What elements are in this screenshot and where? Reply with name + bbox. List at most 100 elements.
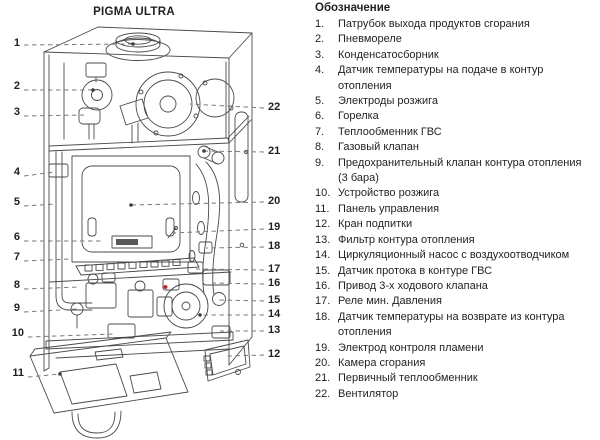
legend-item-number: 17. [315,295,331,308]
legend-item: 15.Датчик протока в контуре ГВС [315,264,598,279]
legend-item: 6.Горелка [315,109,598,124]
legend-item: 16. Привод 3-х ходового клапана [315,279,598,294]
legend-item: 7. Теплообменник ГВС [315,125,598,140]
legend-item: 22. Вентилятор [315,387,598,402]
legend-item: 8. Газовый клапан [315,140,598,155]
legend-item-text: Газовый клапан [338,141,419,154]
legend-item-text: Циркуляционный насос с воздухоотводчиком [338,249,570,262]
legend-item-number: 21. [315,372,331,385]
callout-leader-line [23,114,85,117]
legend-item: 4.Датчик температуры на подаче в контур … [315,63,598,94]
legend-item-number: 9. [315,156,325,169]
boiler-line-art [29,26,253,439]
callout-number: 17 [268,263,280,275]
callout-leader-line [23,171,55,177]
callout-number: 16 [268,277,280,289]
callout-leader-line [205,246,265,249]
callout-leader-line [195,268,265,271]
legend-item: 14. Циркуляционный насос с воздухоотводчи… [315,248,598,263]
legend-item-number: 16. [315,279,331,292]
callout-number: 8 [14,279,20,291]
legend-item-text: Электроды розжига [338,95,438,108]
legend-item-number: 3. [315,48,325,61]
legend-item-text: Камера сгорания [338,356,426,369]
legend-item-text: Конденсатосборник [338,48,439,61]
callout-leader-line [203,150,265,153]
callout-leader-line [23,258,71,262]
callout-number: 5 [14,196,20,208]
legend-item-number: 14. [315,249,331,262]
legend: Обозначение 1.Патрубок выхода продуктов … [315,2,598,402]
legend-item-number: 8. [315,141,325,154]
legend-item-number: 20. [315,356,331,369]
legend-item: 9. Предохранительный клапан контура отопл… [315,156,598,187]
legend-item-number: 13. [315,233,331,246]
legend-item-number: 11. [315,202,330,215]
legend-item-number: 18. [315,310,331,323]
legend-item-text: Теплообменник ГВС [338,125,442,138]
callout-number: 13 [268,324,280,336]
legend-item-number: 15. [315,264,331,277]
legend-item-number: 4. [315,64,325,77]
legend-item-number: 5. [315,95,325,108]
diagram-title: PIGMA ULTRA [93,6,175,18]
legend-item-text: Предохранительный клапан контура отоплен… [338,156,582,185]
legend-item-text: Вентилятор [338,387,399,400]
callout-number: 4 [14,166,21,178]
callout-number: 1 [14,37,20,49]
legend-item: 10.Устройство розжига [315,186,598,201]
callout-number: 14 [268,308,281,320]
callout-number: 3 [14,106,20,118]
callout-number: 21 [268,145,280,157]
legend-item-text: Привод 3-х ходового клапана [338,279,488,292]
legend-item: 17. Реле мин. Давления [315,294,598,309]
callout-leader-line [211,282,265,285]
callout-number: 12 [268,348,280,360]
legend-item: 21. Первичный теплообменник [315,371,598,386]
legend-item-text: Датчик температуры на возврате из контур… [338,310,565,339]
legend-item: 18. Датчик температуры на возврате из кон… [315,310,598,341]
boiler-diagram: PIGMA ULTRA [12,6,281,439]
callout-number: 22 [268,101,280,113]
legend-item-text: Патрубок выхода продуктов сгорания [338,18,530,30]
callout-dot [91,88,95,92]
legend-item-number: 2. [315,33,325,46]
legend-item-text: Кран подпитки [338,218,413,231]
legend-item-text: Горелка [338,110,379,123]
legend-item-text: Панель управления [338,202,440,215]
callout-number: 15 [268,294,280,306]
callout-leader-line [23,43,134,46]
legend-item: 2.Пневмореле [315,32,598,47]
callout-leader-line [130,201,265,206]
legend-item: 11. Панель управления [315,202,598,217]
legend-item-number: 7. [315,125,325,138]
legend-item: 5. Электроды розжига [315,94,598,109]
legend-item: 13.Фильтр контура отопления [315,233,598,248]
callout-dot [131,42,135,46]
legend-item-number: 19. [315,341,331,354]
callout-leader-line [23,203,57,207]
legend-item: 3. Конденсатосборник [315,48,598,63]
legend-item: 20. Камера сгорания [315,356,598,371]
callout-dot [202,149,206,153]
callout-number: 20 [268,195,280,207]
callout-number: 10 [12,327,24,339]
legend-item-text: Электрод контроля пламени [338,341,484,354]
callout-number: 19 [268,221,280,233]
legend-item-text: Первичный теплообменник [338,372,478,385]
callout-dot [129,203,133,207]
callout-leader-line [189,103,265,109]
callout-leader-line [27,333,115,338]
legend-item: 19. Электрод контроля пламени [315,341,598,356]
callout-leader-line [27,373,61,378]
legend-item-number: 22. [315,387,331,400]
callout-leader-line [23,308,78,313]
legend-item-text: Реле мин. Давления [338,295,442,308]
callout-leader-line [23,286,81,290]
legend-item-number: 10. [315,187,331,200]
legend-title: Обозначение [315,2,391,14]
callout-number: 6 [14,231,20,243]
legend-item: 12.Кран подпитки [315,217,598,232]
